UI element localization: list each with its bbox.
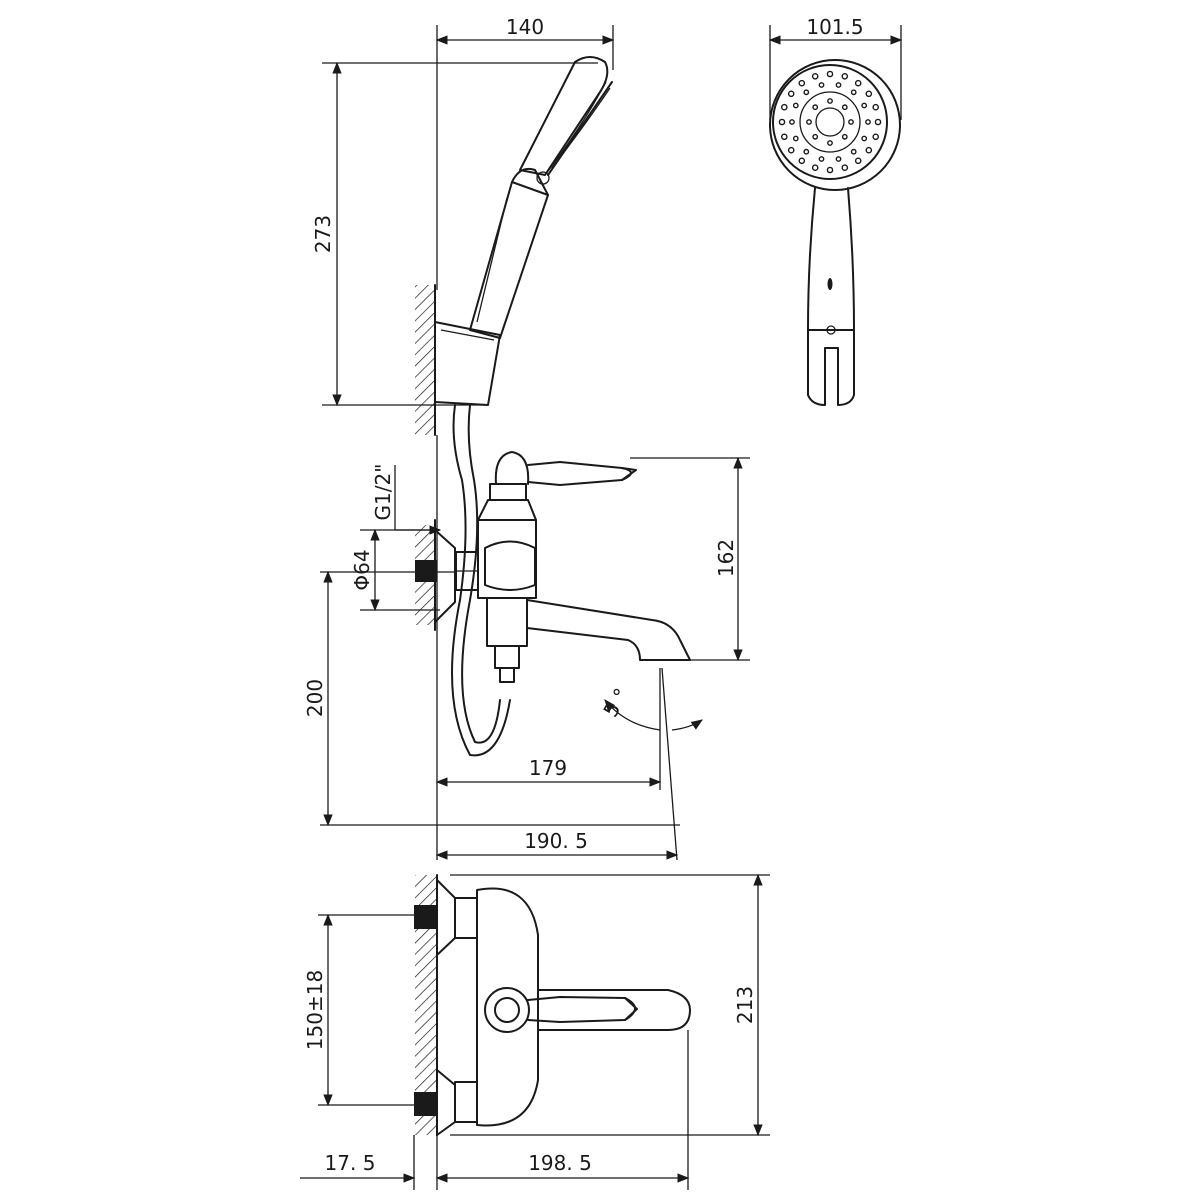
spray-hole: [872, 133, 880, 141]
spray-hole: [812, 133, 819, 140]
spray-hole: [865, 90, 873, 98]
spray-hole: [818, 156, 825, 162]
spray-hole: [787, 146, 795, 154]
spray-hole: [781, 133, 788, 141]
spray-hole: [872, 103, 880, 111]
dim-198-5: 198. 5: [528, 1151, 592, 1175]
spray-hole: [827, 140, 833, 146]
dim-17-5: 17. 5: [325, 1151, 376, 1175]
spray-hole: [861, 102, 868, 109]
dim-273: 273: [311, 215, 335, 253]
spray-hole: [835, 82, 842, 88]
spray-hole: [850, 148, 857, 155]
spray-hole: [792, 102, 799, 109]
dim-101-5: 101.5: [806, 15, 863, 39]
spray-hole: [792, 135, 799, 142]
handshower-front-view: [769, 59, 901, 406]
spray-hole: [787, 90, 795, 98]
handshower-side-view: [415, 56, 613, 757]
spray-hole: [803, 148, 810, 155]
spray-hole: [803, 89, 810, 96]
spray-hole: [789, 119, 795, 125]
spray-hole: [811, 73, 819, 80]
dim-213: 213: [733, 986, 757, 1024]
spray-hole: [854, 157, 862, 165]
spray-hole: [850, 89, 857, 96]
spray-hole: [874, 118, 882, 126]
dim-140: 140: [506, 15, 544, 39]
dimension-labels: 140 101.5 273 G1/2" Φ64 162 200 5 ° 179 …: [303, 15, 864, 1175]
dim-150-18: 150±18: [303, 970, 327, 1050]
mixer-top-view: [414, 874, 691, 1136]
spray-hole: [798, 157, 806, 165]
dim-200: 200: [303, 679, 327, 717]
spray-holes: [778, 70, 882, 174]
spray-hole: [865, 146, 873, 154]
spray-hole: [812, 104, 819, 111]
spray-hole: [841, 73, 849, 80]
dim-phi64: Φ64: [350, 549, 374, 590]
spray-hole: [778, 118, 786, 126]
spray-hole: [841, 164, 849, 171]
spray-hole: [798, 79, 806, 87]
spray-hole: [848, 119, 854, 125]
spray-hole: [854, 79, 862, 87]
spray-hole: [826, 166, 834, 174]
dim-179: 179: [529, 756, 567, 780]
spray-hole: [781, 103, 788, 111]
spray-hole: [827, 98, 833, 104]
dim-162: 162: [714, 539, 738, 577]
spray-hole: [841, 133, 848, 140]
spray-hole: [861, 135, 868, 142]
spray-hole: [811, 164, 819, 171]
spray-hole: [841, 104, 848, 111]
spray-hole: [865, 119, 871, 125]
spray-hole: [806, 119, 812, 125]
spray-hole: [818, 82, 825, 88]
dim-5-degree: 5 °: [598, 684, 633, 721]
mixer-side-view: [415, 451, 691, 683]
dim-thread: G1/2": [371, 464, 395, 521]
dim-190-5: 190. 5: [524, 829, 588, 853]
dimension-lines: [300, 25, 903, 1190]
spray-hole: [826, 70, 834, 78]
spray-hole: [835, 156, 842, 162]
